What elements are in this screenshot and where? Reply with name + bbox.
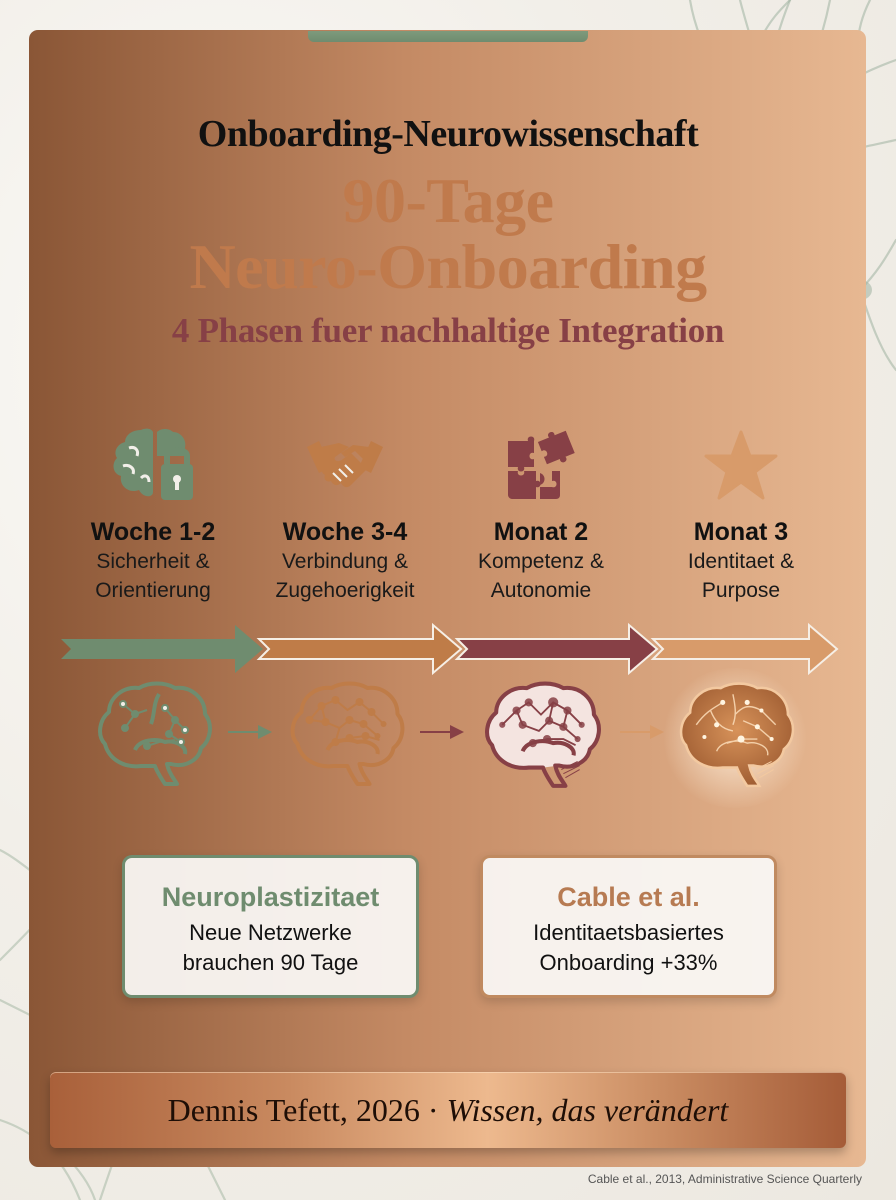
phase-2-desc-line-2: Zugehoerigkeit [275,579,415,602]
phase-1-title: Woche 1-2 [90,518,216,546]
timeline-arrows [61,622,839,676]
source-citation: Cable et al., 2013, Administrative Scien… [587,1172,862,1186]
info-box-cable-study-text: Identitaetsbasiertes Onboarding +33% [483,918,774,978]
brain-lock-icon [53,425,253,505]
phase-2-title: Woche 3-4 [282,518,408,546]
progress-arrow-3 [620,725,664,739]
puzzle-icon [441,425,641,505]
timeline-arrow-3 [454,622,659,676]
brain-network-icon-sparse [98,681,212,786]
phase-2: Woche 3-4 Verbindung & Zugehoerigkeit [245,425,445,605]
frame-top-tab [308,31,588,42]
progress-arrow-1 [228,725,272,739]
phase-3-desc-line-1: Kompetenz & [477,550,605,573]
phase-1-desc-line-1: Sicherheit & [96,550,210,573]
brain-network-icon-dense [485,681,601,788]
star-icon [641,425,841,505]
subtitle: 4 Phasen fuer nachhaltige Integration [171,311,725,350]
author-plaque: Dennis Tefett, 2026 · Wissen, das veränd… [50,1072,846,1148]
timeline-arrow-4 [650,622,839,676]
info-box-neuroplasticity-line-2: brauchen 90 Tage [182,950,359,975]
phase-2-desc-line-1: Verbindung & [281,550,409,573]
phase-4-desc-line-2: Purpose [701,579,781,602]
brain-glowing-icon-integrated [679,682,795,788]
handshake-icon [245,425,445,505]
info-box-cable-study-line-1: Identitaetsbasiertes [533,920,724,945]
info-box-neuroplasticity: Neuroplastizitaet Neue Netzwerke brauche… [122,855,419,998]
brain-network-icon-growing [290,681,405,786]
phase-4: Monat 3 Identitaet & Purpose [641,425,841,605]
info-box-cable-study: Cable et al. Identitaetsbasiertes Onboar… [480,855,777,998]
phase-1: Woche 1-2 Sicherheit & Orientierung [53,425,253,605]
phase-4-desc-line-1: Identitaet & [687,550,795,573]
tagline: Wissen, das verändert [446,1091,729,1128]
info-box-cable-study-title: Cable et al. [557,882,700,912]
phase-3: Monat 2 Kompetenz & Autonomie [441,425,641,605]
kicker-title: Onboarding-Neurowissenschaft [197,113,699,155]
info-box-neuroplasticity-line-1: Neue Netzwerke [189,920,352,945]
author-credit: Dennis Tefett, 2026 · [167,1091,447,1128]
main-title-line-1: 90-Tage [342,165,554,236]
info-box-cable-study-line-2: Onboarding +33% [539,950,718,975]
info-box-neuroplasticity-title: Neuroplastizitaet [161,882,380,912]
timeline-arrow-2 [256,622,463,676]
phase-3-title: Monat 2 [493,518,589,546]
main-title-line-2: Neuro-Onboarding [189,231,707,302]
phase-3-desc-line-2: Autonomie [490,579,592,602]
info-box-neuroplasticity-text: Neue Netzwerke brauchen 90 Tage [125,918,416,978]
timeline-arrow-1 [61,625,263,673]
progress-arrow-2 [420,725,464,739]
phase-4-title: Monat 3 [693,518,789,546]
phase-1-desc-line-2: Orientierung [95,579,211,602]
